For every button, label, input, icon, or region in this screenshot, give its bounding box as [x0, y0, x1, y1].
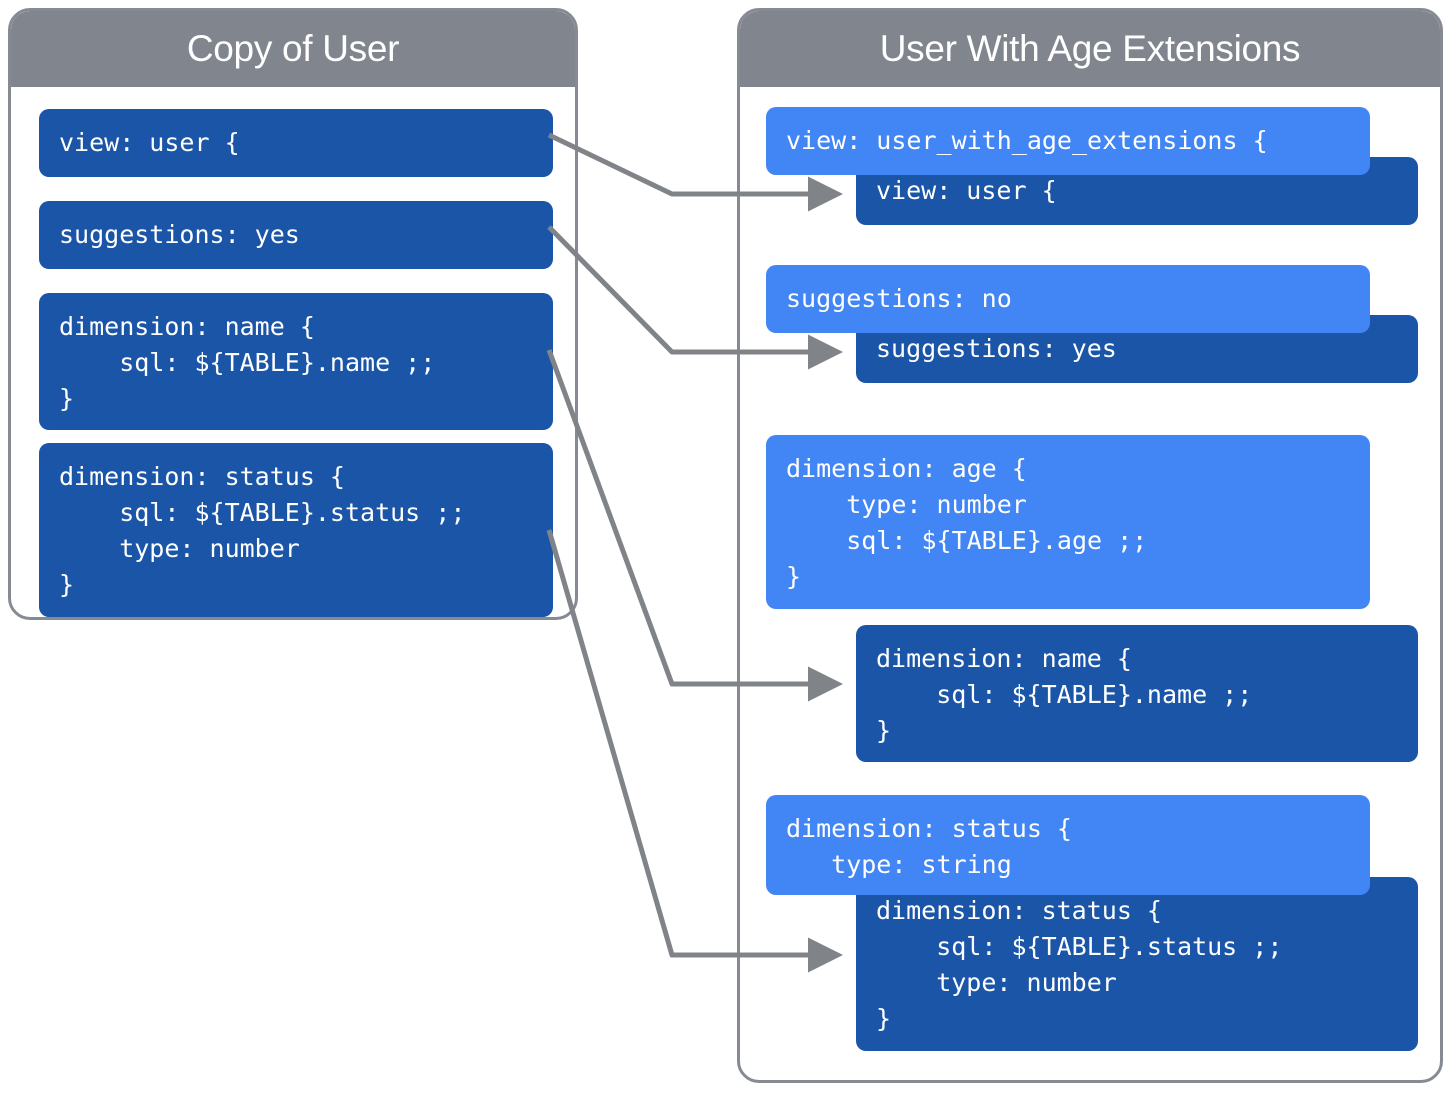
- code-block-suggestions-override[interactable]: suggestions: no: [766, 265, 1370, 333]
- panel-user-with-age-extensions: User With Age Extensions view: user_with…: [737, 8, 1443, 1083]
- panel-copy-of-user: Copy of User view: user { suggestions: y…: [8, 8, 578, 620]
- code-block-dimension-name-inherited[interactable]: dimension: name { sql: ${TABLE}.name ;; …: [856, 625, 1418, 762]
- panel-header-left: Copy of User: [11, 11, 575, 87]
- code-block-suggestions[interactable]: suggestions: yes: [39, 201, 553, 269]
- code-block-dimension-status-inherited[interactable]: dimension: status { sql: ${TABLE}.status…: [856, 877, 1418, 1051]
- panel-header-right: User With Age Extensions: [740, 11, 1440, 87]
- code-block-dimension-status-override[interactable]: dimension: status { type: string: [766, 795, 1370, 895]
- code-block-view-extension[interactable]: view: user_with_age_extensions {: [766, 107, 1370, 175]
- code-block-dimension-name[interactable]: dimension: name { sql: ${TABLE}.name ;; …: [39, 293, 553, 430]
- panel-title-left: Copy of User: [186, 28, 400, 69]
- code-block-view[interactable]: view: user {: [39, 109, 553, 177]
- code-block-dimension-status[interactable]: dimension: status { sql: ${TABLE}.status…: [39, 443, 553, 617]
- code-block-dimension-age[interactable]: dimension: age { type: number sql: ${TAB…: [766, 435, 1370, 609]
- panel-title-right: User With Age Extensions: [879, 28, 1301, 69]
